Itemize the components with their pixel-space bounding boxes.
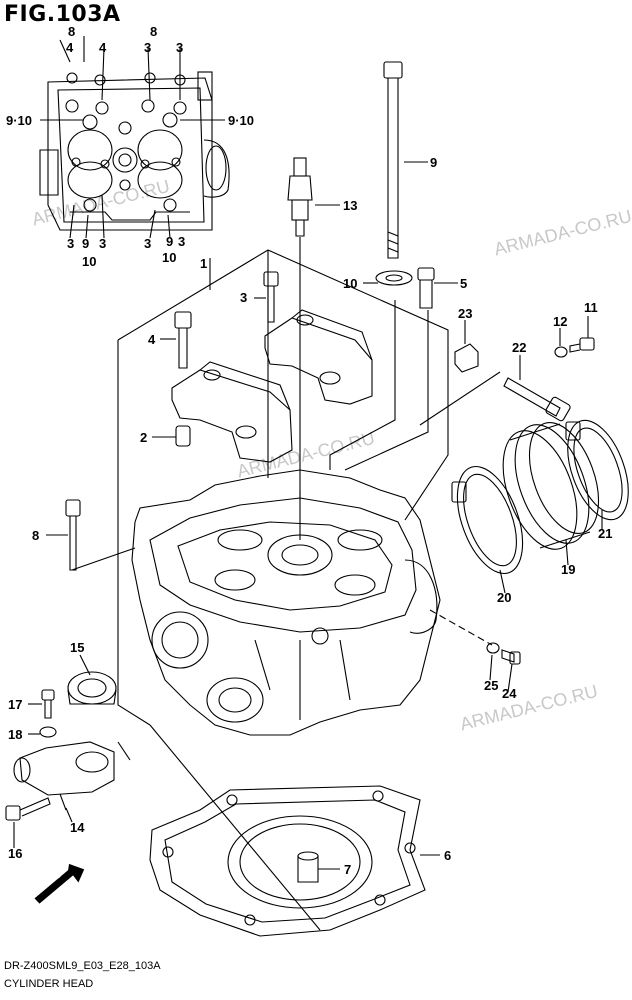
callout-12: 12	[553, 314, 567, 329]
callout-3: 3	[144, 236, 151, 251]
cylinder-head	[131, 469, 441, 736]
callout-4: 4	[148, 332, 156, 347]
clamp-20	[451, 465, 524, 575]
callout-10: 10	[343, 276, 357, 291]
bolt-8	[65, 499, 81, 571]
cylinder-head-top-view	[39, 71, 230, 231]
thermostat-15	[67, 671, 117, 705]
callout-2: 2	[140, 430, 147, 445]
thermostat-cover-14	[13, 741, 115, 811]
callout-9: 9	[166, 234, 173, 249]
callout-8: 8	[32, 528, 39, 543]
callout-21: 21	[598, 526, 612, 541]
callout-4: 4	[66, 40, 74, 55]
callout-18: 18	[8, 727, 22, 742]
callout-5: 5	[460, 276, 467, 291]
figure-name: CYLINDER HEAD	[4, 978, 94, 990]
callout-9-10: 9·10	[228, 113, 254, 128]
callout-10: 10	[82, 254, 96, 269]
callout-23: 23	[458, 306, 472, 321]
callout-25: 25	[484, 678, 498, 693]
dowel-pin-2	[175, 425, 191, 447]
callout-3: 3	[176, 40, 183, 55]
callout-9-10: 9·10	[6, 113, 32, 128]
callout-6: 6	[444, 848, 451, 863]
washer-10	[375, 270, 413, 286]
callout-15: 15	[70, 640, 84, 655]
fwd-arrow-icon: FWD	[34, 863, 85, 904]
nut-23	[454, 343, 479, 373]
spark-plug-13	[287, 157, 313, 237]
bolt-16	[5, 797, 51, 821]
camshaft-holder-left	[171, 361, 293, 463]
callout-19: 19	[561, 562, 575, 577]
callout-8: 8	[150, 24, 157, 39]
stud-bolt-9	[383, 61, 403, 259]
callout-3: 3	[178, 234, 185, 249]
callout-4: 4	[99, 40, 107, 55]
bolt-4	[174, 311, 192, 369]
camshaft-holder-right	[264, 309, 373, 405]
figure-title: FIG.103A	[4, 2, 121, 27]
callout-7: 7	[344, 862, 351, 877]
o-ring-18	[39, 726, 57, 738]
callout-20: 20	[497, 590, 511, 605]
callout-1: 1	[200, 256, 207, 271]
callout-24: 24	[502, 686, 517, 701]
callout-9: 9	[430, 155, 437, 170]
callout-17: 17	[8, 697, 22, 712]
callout-11: 11	[584, 300, 598, 315]
callout-3: 3	[144, 40, 151, 55]
bolt-11	[569, 337, 595, 353]
bolt-17	[41, 689, 55, 719]
callout-10: 10	[162, 250, 176, 265]
callout-9: 9	[82, 236, 89, 251]
washer-12	[554, 346, 568, 358]
bolt-3	[263, 271, 279, 323]
callout-3: 3	[240, 290, 247, 305]
washer-25	[486, 642, 500, 654]
callout-13: 13	[343, 198, 357, 213]
intake-pipe-19	[502, 421, 600, 550]
callout-16: 16	[8, 846, 22, 861]
dowel-pin-7	[297, 851, 319, 883]
bolt-22	[503, 377, 571, 422]
head-gasket-6	[149, 785, 426, 937]
callout-8: 8	[68, 24, 75, 39]
figure-code: DR-Z400SML9_E03_E28_103A	[4, 960, 161, 972]
callout-14: 14	[70, 820, 85, 835]
callout-3: 3	[99, 236, 106, 251]
bolt-24	[501, 649, 521, 665]
stud-5	[417, 267, 435, 309]
callout-22: 22	[512, 340, 526, 355]
callout-3: 3	[67, 236, 74, 251]
clamp-21	[565, 419, 629, 521]
